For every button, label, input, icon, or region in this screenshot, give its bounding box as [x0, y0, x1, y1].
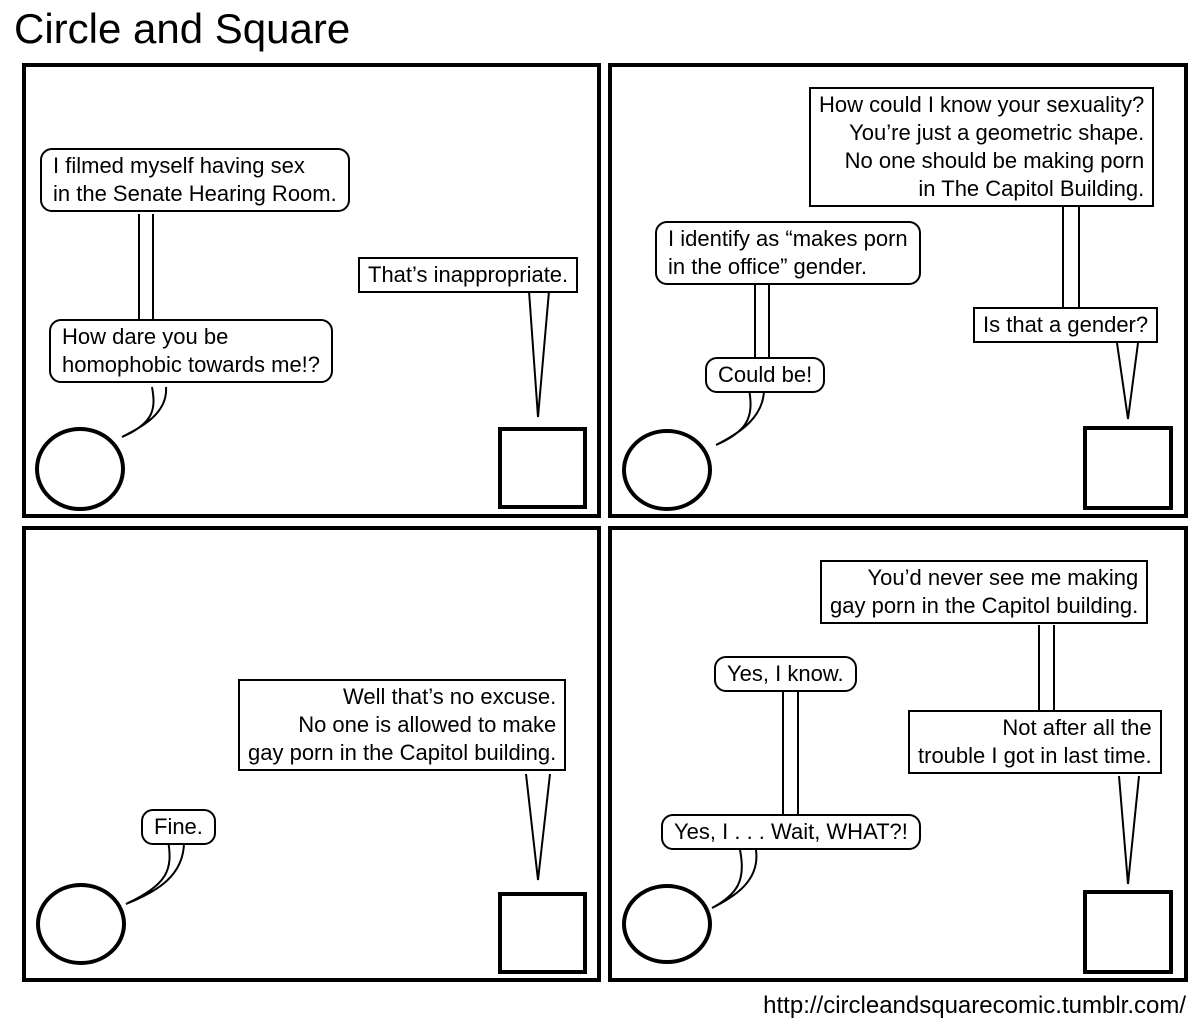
speech-line: Is that a gender? [983, 312, 1149, 337]
speech-line: homophobic towards me!? [62, 352, 321, 377]
speech-bubble-circle: Yes, I . . . Wait, WHAT?! [661, 814, 921, 850]
circle-character [35, 427, 125, 511]
speech-line: Not after all the [1002, 715, 1152, 740]
speech-line: How dare you be [62, 324, 229, 349]
speech-tail [1118, 775, 1140, 885]
speech-bubble-square: Is that a gender? [973, 307, 1159, 343]
speech-line: Well that’s no excuse. [343, 684, 557, 709]
speech-tail [121, 386, 168, 438]
speech-bubble-square: You’d never see me making gay porn in th… [820, 560, 1149, 624]
speech-line: Yes, I know. [727, 661, 844, 686]
square-character [1083, 426, 1173, 510]
square-character [1083, 890, 1173, 974]
speech-line: trouble I got in last time. [918, 743, 1152, 768]
speech-tail [715, 388, 765, 446]
panel-1: I filmed myself having sex in the Senate… [22, 63, 601, 518]
panel-1-art [35, 214, 587, 511]
circle-character [622, 429, 712, 511]
panel-4-art [622, 625, 1173, 974]
speech-tail [528, 290, 550, 418]
comic-title: Circle and Square [14, 5, 351, 52]
square-character [498, 892, 587, 974]
speech-tail [1116, 342, 1139, 420]
circle-character [36, 883, 126, 965]
speech-line: No one is allowed to make [298, 712, 557, 737]
speech-line: Fine. [154, 814, 203, 839]
speech-bubble-circle: Yes, I know. [714, 656, 857, 692]
panel-2-art [622, 206, 1173, 511]
panel-3-art [36, 773, 587, 974]
speech-line: I identify as “makes porn [668, 226, 908, 251]
speech-line: in The Capitol Building. [918, 176, 1145, 201]
speech-line: gay porn in the Capitol building. [830, 593, 1139, 618]
speech-line: in the office” gender. [668, 254, 867, 279]
speech-line: How could I know your sexuality? [819, 92, 1145, 117]
speech-bubble-circle: Fine. [141, 809, 216, 845]
speech-line: Could be! [718, 362, 813, 387]
speech-tail [525, 773, 551, 881]
speech-bubble-square: Well that’s no excuse. No one is allowed… [238, 679, 567, 771]
speech-tail [125, 839, 186, 905]
speech-line: Yes, I . . . Wait, WHAT?! [674, 819, 908, 844]
speech-line: in the Senate Hearing Room. [53, 181, 337, 206]
speech-line: You’d never see me making [867, 565, 1139, 590]
speech-bubble-circle: How dare you be homophobic towards me!? [49, 319, 334, 383]
speech-bubble-square: That’s inappropriate. [358, 257, 579, 293]
credit-url: http://circleandsquarecomic.tumblr.com/ [763, 992, 1186, 1019]
speech-bubble-circle: I filmed myself having sex in the Senate… [40, 148, 350, 212]
speech-bubble-circle: Could be! [705, 357, 826, 393]
panel-4: You’d never see me making gay porn in th… [608, 526, 1188, 982]
circle-character [622, 884, 712, 964]
panel-3: Well that’s no excuse. No one is allowed… [22, 526, 601, 982]
speech-line: I filmed myself having sex [53, 153, 305, 178]
speech-bubble-square: How could I know your sexuality? You’re … [809, 87, 1155, 207]
speech-line: gay porn in the Capitol building. [248, 740, 557, 765]
speech-tail [711, 849, 758, 909]
panel-2: How could I know your sexuality? You’re … [608, 63, 1188, 518]
speech-line: You’re just a geometric shape. [849, 120, 1145, 145]
speech-line: No one should be making porn [844, 148, 1145, 173]
speech-line: That’s inappropriate. [368, 262, 569, 287]
speech-bubble-circle: I identify as “makes porn in the office”… [655, 221, 921, 285]
square-character [498, 427, 587, 509]
speech-bubble-square: Not after all the trouble I got in last … [908, 710, 1162, 774]
